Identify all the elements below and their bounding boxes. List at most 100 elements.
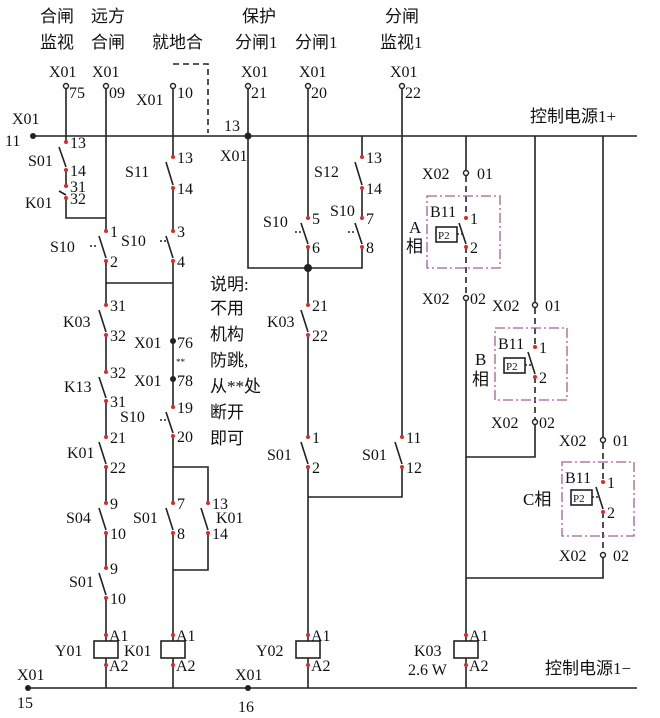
- label: S01: [362, 447, 387, 464]
- label: P2: [506, 361, 518, 373]
- label: 02: [613, 548, 629, 565]
- note: 说明: 不用 机构 防跳, 从**处 断开 即可: [210, 275, 261, 448]
- label: B11: [498, 336, 524, 353]
- pin-label: 12: [406, 460, 422, 477]
- terminal-dot: [306, 633, 310, 637]
- coil-pin-label: A2: [109, 658, 129, 675]
- note-line: 说明:: [210, 275, 249, 294]
- label: K01: [67, 445, 95, 462]
- terminal-dot: [104, 333, 108, 337]
- pin-label: 20: [177, 429, 193, 446]
- label: X01: [92, 64, 120, 81]
- terminal-dot: [306, 435, 310, 439]
- label: X02: [422, 166, 450, 183]
- label: 01: [477, 166, 493, 183]
- pin-label: 19: [177, 400, 193, 417]
- contact-blade: [200, 507, 209, 531]
- pin-label: 13: [70, 135, 86, 152]
- terminal-dot: [104, 465, 108, 469]
- header-trip-monitor-1: 分闸: [385, 7, 419, 26]
- terminal-dot: [206, 501, 210, 505]
- label: 09: [109, 85, 125, 102]
- label: 相: [406, 237, 423, 256]
- label: X01: [12, 111, 40, 128]
- terminal-dot: [306, 465, 310, 469]
- label: K01: [124, 643, 152, 660]
- contact-blade: [300, 222, 309, 245]
- label: S04: [66, 510, 91, 527]
- pin-label: 32: [110, 328, 126, 345]
- label: 02: [470, 291, 486, 308]
- node-x01-11: [30, 133, 36, 139]
- pin-label: 4: [177, 254, 185, 271]
- terminal-dot: [171, 501, 175, 505]
- label: K13: [64, 379, 92, 396]
- terminal-dot: [360, 216, 364, 220]
- label: X01: [49, 64, 77, 81]
- terminal-x02-01-b: [531, 301, 539, 309]
- terminal-dot: [464, 216, 468, 220]
- pin-label: 21: [110, 430, 126, 447]
- label: 21: [251, 85, 267, 102]
- coil-k03: [453, 640, 479, 659]
- terminal-dot: [533, 375, 537, 379]
- contact-blade: [354, 222, 363, 245]
- node-x01-16: [245, 685, 251, 691]
- pin-label: 1: [110, 224, 118, 241]
- contact-blade: [98, 309, 107, 333]
- header-protect-trip-2: 分闸1: [235, 33, 278, 52]
- note-line: 断开: [210, 403, 244, 422]
- p2-box-a: [435, 226, 458, 243]
- pin-label: 2: [470, 240, 478, 257]
- terminal-dot: [533, 345, 537, 349]
- label: 相: [472, 370, 489, 389]
- junction-node: [304, 264, 312, 272]
- coil-k01: [160, 640, 186, 659]
- header-remote-close-2: 合闸: [91, 33, 125, 52]
- terminal-dot: [104, 370, 108, 374]
- pin-label: 14: [366, 181, 382, 198]
- pin-label: 5: [312, 211, 320, 228]
- label: 02: [539, 415, 555, 432]
- terminal-dot: [171, 229, 175, 233]
- contact-blade: [58, 190, 67, 196]
- pin-label: 2: [607, 505, 615, 522]
- terminal-dot: [400, 465, 404, 469]
- terminal-x02-02-b: [531, 418, 539, 426]
- label: X01: [134, 373, 162, 390]
- label: 78: [177, 373, 193, 390]
- label: 16: [238, 699, 254, 716]
- label: S01: [28, 153, 53, 170]
- coil-y01: [93, 640, 119, 659]
- pin-label: 31: [110, 394, 126, 411]
- p2-box-b: [503, 357, 526, 374]
- terminal-dot: [104, 501, 108, 505]
- contact-blade: [58, 146, 67, 168]
- label: X01: [136, 92, 164, 109]
- contact-blade: [165, 507, 174, 531]
- terminal-dots: [64, 140, 605, 667]
- wires: [28, 63, 637, 689]
- header-protect-trip-1: 保护: [242, 7, 276, 26]
- label: X01: [390, 64, 418, 81]
- pin-label: 13: [212, 496, 228, 513]
- label: **: [176, 357, 186, 367]
- label: 76: [177, 335, 193, 352]
- terminal-dot: [171, 663, 175, 667]
- bus-negative-label: 控制电源1−: [545, 659, 631, 678]
- coil-pin-label: A1: [109, 628, 129, 645]
- label: C相: [523, 490, 551, 509]
- wire-close-monitor: [65, 89, 106, 219]
- pin-label: 13: [366, 150, 382, 167]
- label: P2: [573, 493, 585, 505]
- terminal-dot: [360, 186, 364, 190]
- pin-label: 32: [70, 191, 86, 208]
- terminal-dot: [464, 633, 468, 637]
- terminal-dot: [306, 663, 310, 667]
- wire-phase-c: [466, 136, 604, 579]
- header-local-close: 就地合: [152, 33, 203, 52]
- contact-blade: [165, 161, 174, 186]
- wire-protect-trip: [247, 89, 363, 269]
- terminal-dot: [601, 480, 605, 484]
